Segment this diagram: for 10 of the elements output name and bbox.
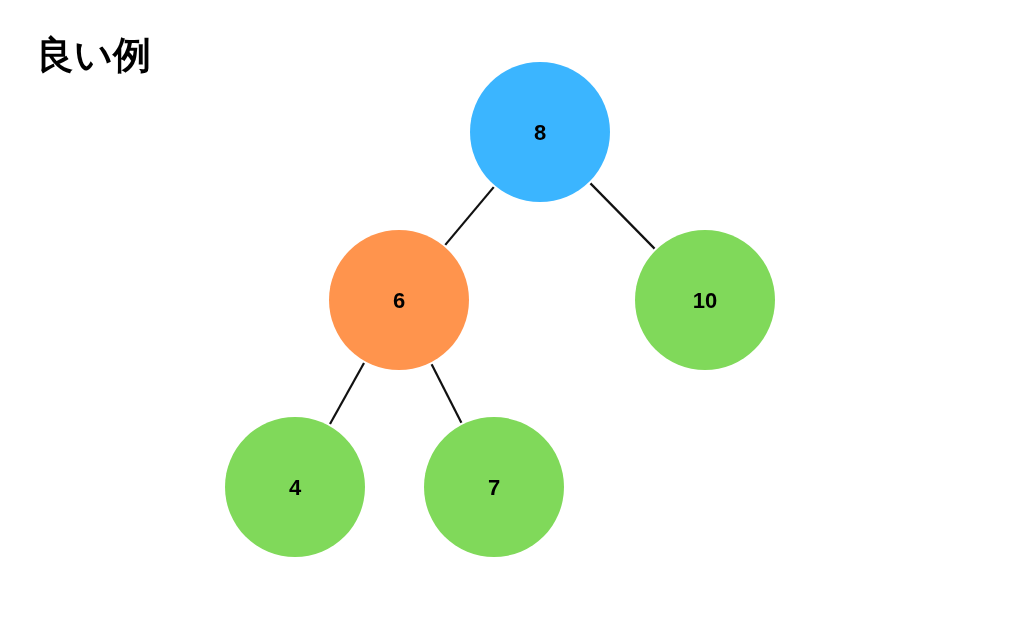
node-value: 6 xyxy=(392,286,406,315)
connector-line xyxy=(444,186,495,246)
node-value: 4 xyxy=(288,473,302,502)
connector-line xyxy=(329,362,365,425)
title: 良い例 xyxy=(36,36,151,74)
connector-line xyxy=(589,182,656,250)
connector-line xyxy=(430,363,463,424)
node-value: 8 xyxy=(533,118,547,147)
node-value: 10 xyxy=(692,286,718,315)
node-value: 7 xyxy=(487,473,501,502)
